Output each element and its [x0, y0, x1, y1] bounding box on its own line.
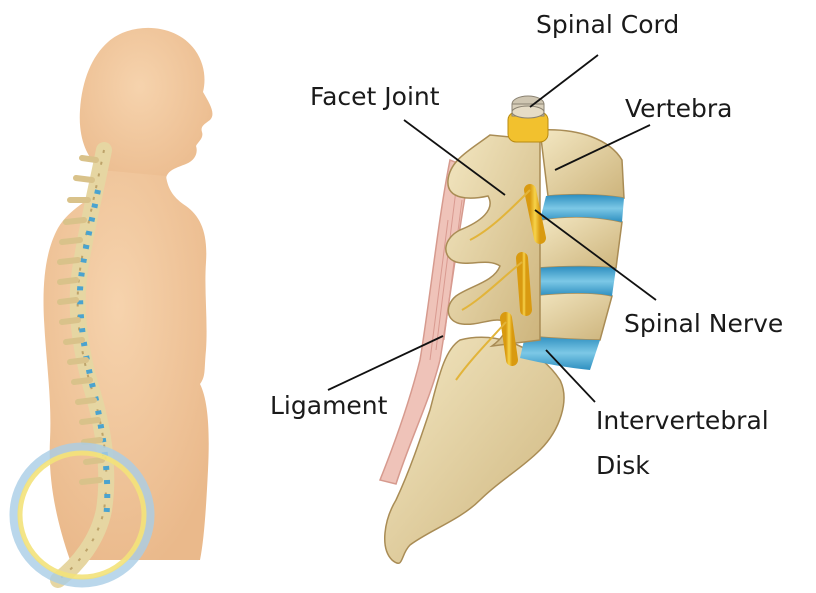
- sacrum: [385, 337, 564, 563]
- label-spinal-nerve: Spinal Nerve: [624, 311, 783, 336]
- spinal-cord: [508, 96, 548, 142]
- label-ligament: Ligament: [270, 393, 387, 418]
- vertebra-body-1: [540, 130, 624, 198]
- label-intervertebral: Intervertebral: [596, 408, 769, 433]
- intervertebral-disk-2: [530, 267, 616, 297]
- torso: [44, 170, 209, 560]
- label-facet-joint: Facet Joint: [310, 84, 440, 109]
- leader-spinal-cord: [530, 55, 598, 107]
- human-silhouette: [14, 28, 212, 583]
- lumbar-spine-detail: [380, 96, 624, 563]
- label-spinal-cord: Spinal Cord: [536, 12, 679, 37]
- label-vertebra: Vertebra: [625, 96, 732, 121]
- label-disk: Disk: [596, 453, 650, 478]
